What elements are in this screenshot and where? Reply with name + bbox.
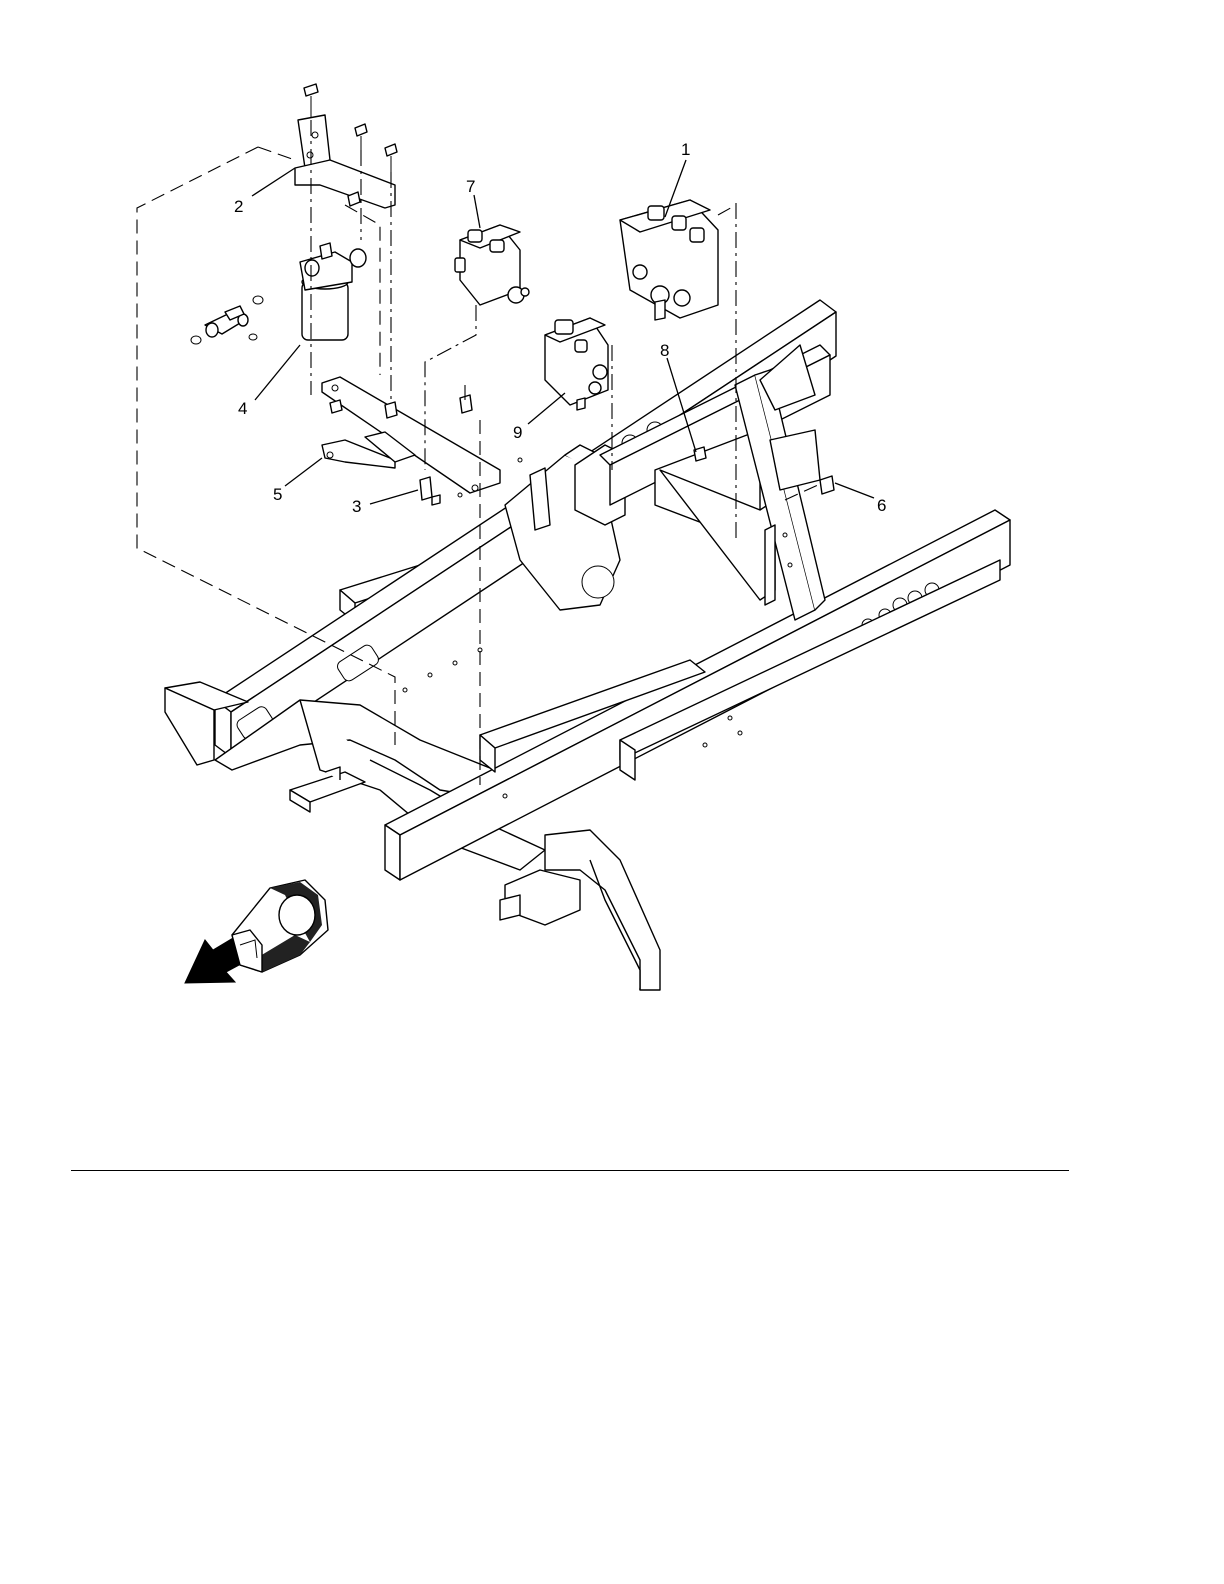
- callout-5: 5: [273, 485, 282, 504]
- valve-9: [545, 318, 608, 410]
- callout-8: 8: [660, 341, 669, 360]
- callout-6: 6: [877, 496, 886, 515]
- callout-3: 3: [352, 497, 361, 516]
- callout-2: 2: [234, 197, 243, 216]
- mount-plate: [322, 377, 500, 493]
- orientation-arrow-icon: [185, 880, 328, 983]
- filter-bracket: [295, 115, 395, 208]
- valve-7: [455, 225, 529, 305]
- callout-7: 7: [466, 177, 475, 196]
- valve-1: [620, 200, 718, 320]
- callout-1: 1: [681, 140, 690, 159]
- horizontal-rule: [71, 1170, 1069, 1171]
- callout-4: 4: [238, 399, 247, 418]
- callout-9: 9: [513, 423, 522, 442]
- oil-filter: [191, 243, 366, 344]
